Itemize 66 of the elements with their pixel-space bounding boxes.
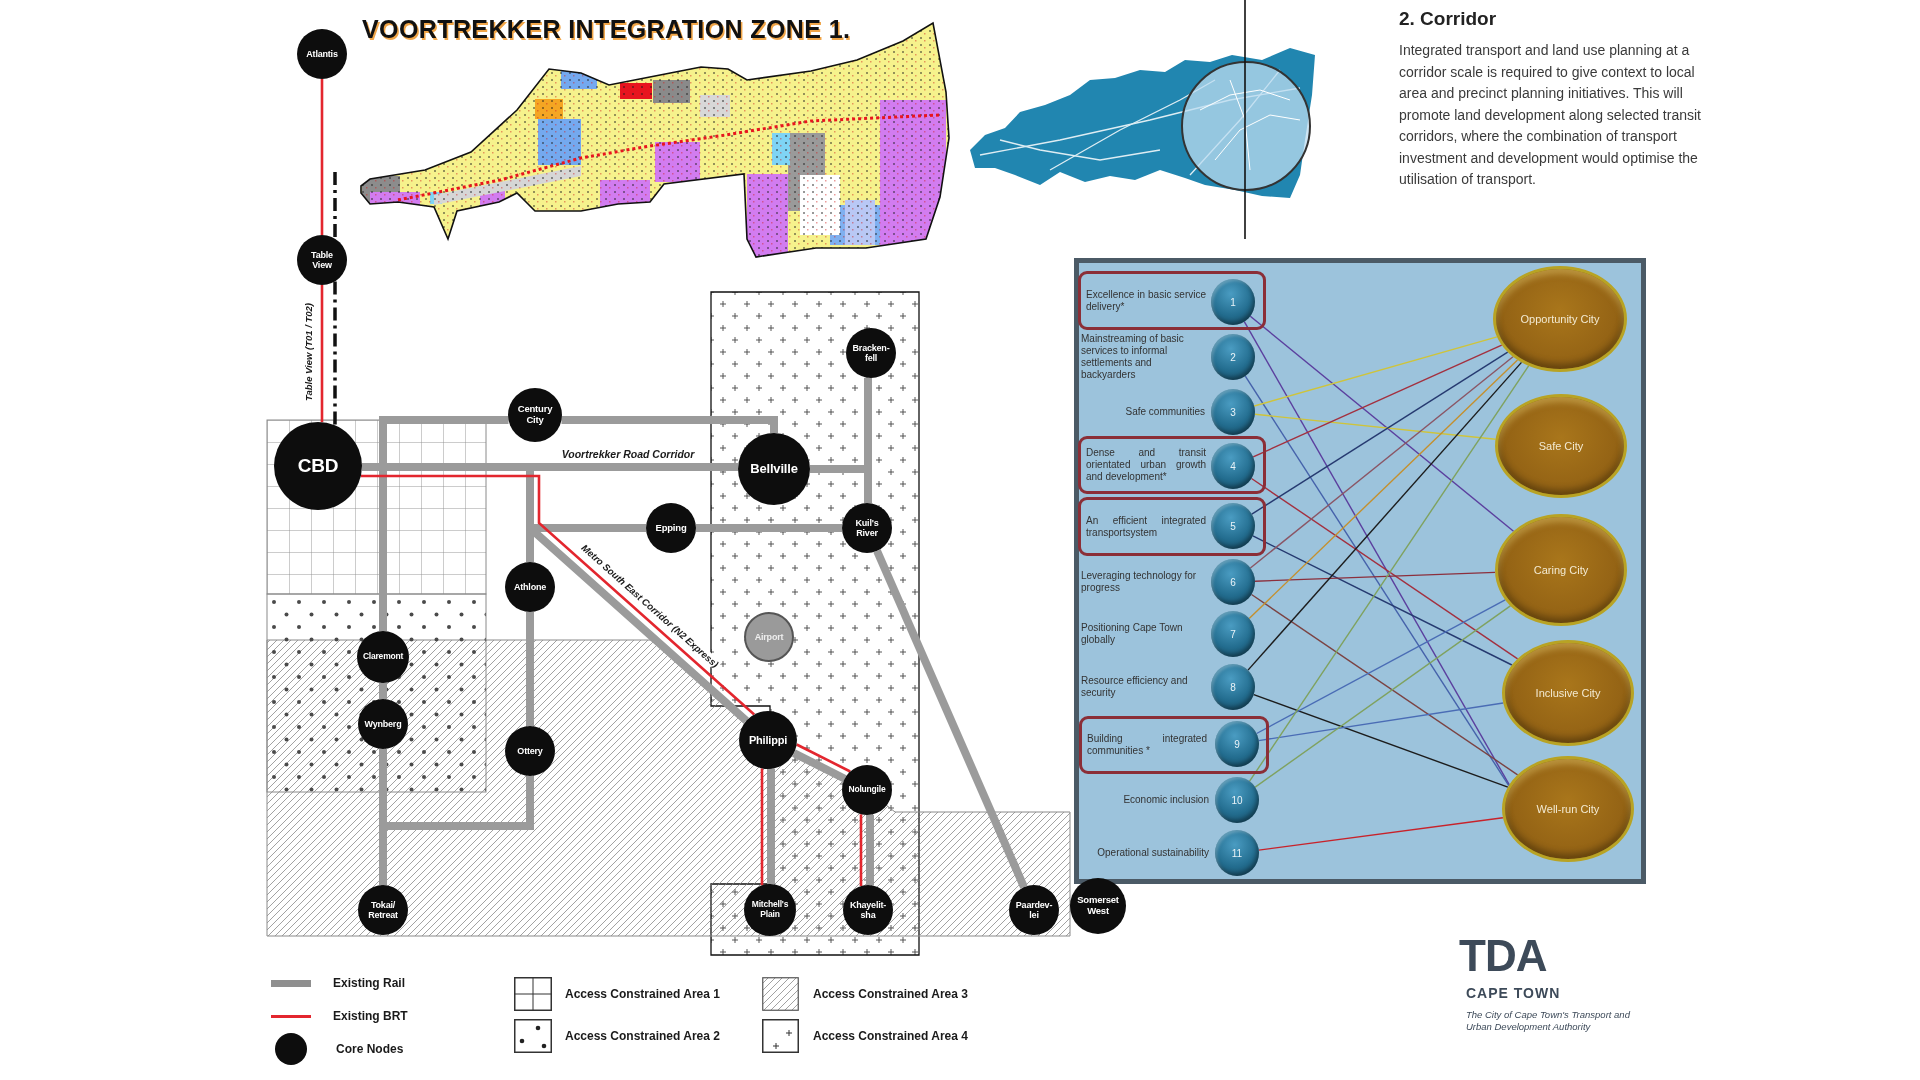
link-line [1255,599,1506,735]
diagram-title: VOORTREKKER INTEGRATION ZONE 1. [362,15,851,44]
station-node: Century City [508,388,562,442]
link-line [1249,315,1515,532]
goal-text: Leveraging technology for progress [1081,570,1198,594]
legend-text: Core Nodes [336,1042,404,1056]
goal-text: Economic inclusion [1123,794,1209,806]
rail-line [696,524,842,532]
station-node: Somerset West [1070,878,1126,934]
highlight-frame [1079,716,1269,774]
section-heading: 2. Corridor [1399,8,1497,30]
station-node: Table View [297,235,347,285]
goal-text: Resource efficiency and security [1081,675,1189,699]
link-line [1252,535,1513,666]
goal-text: Positioning Cape Town globally [1081,622,1184,646]
station-node: Athlone [505,562,555,612]
legend-text: Access Constrained Area 1 [565,987,720,1001]
brt-line [320,285,324,423]
legend-text: Access Constrained Area 3 [813,987,968,1001]
highlight-frame [1078,497,1266,556]
rail-line [379,683,387,699]
edge-label: Table View (T01 / T02) [303,301,315,403]
link-line [1253,693,1509,788]
brt-line [320,79,324,235]
link-line [1251,351,1509,515]
rail-line [792,749,847,783]
rail-line [866,814,874,886]
authority-tagline: The City of Cape Town's Transport and Urban Development Authority [1466,1009,1632,1033]
goal-text: Excellence in basic service delivery* [1086,288,1206,313]
rail-line [561,416,778,433]
link-line [1254,413,1497,440]
link-line [1254,571,1496,582]
legend-text: Existing BRT [333,1009,408,1023]
link-line [1250,593,1519,776]
rail-line [379,416,509,631]
brt-line [760,768,764,886]
highlight-frame [1078,271,1266,330]
rail-line [873,549,1028,889]
link-line [1258,702,1504,742]
goal-text: Safe communities [1125,406,1205,418]
link-line [1248,359,1519,620]
edge-label: Voortrekker Road Corridor [559,447,697,461]
rail-line [767,768,775,884]
station-node: Epping [646,503,696,553]
goal-text: Dense and transit orientated urban growth and development* [1086,447,1206,483]
description-text: Integrated transport and land use planning at a corridor scale is required to give context to local area and precinct planning initiatives. This will promote land development along selected transit corridors, where the combination of transport investment and development would optimise the utilisation of transport. [1399,41,1702,189]
link-line [1250,477,1519,660]
highlight-frame [1078,436,1266,494]
authority-city: CAPE TOWN [1466,985,1561,1001]
legend-text: Existing Rail [333,976,406,990]
link-line [1253,336,1498,407]
goal-text: Operational sustainability [1097,847,1209,859]
brt-line [796,743,851,773]
dash-dot-line [333,172,337,239]
link-line [1258,817,1504,851]
dash-dot-line [333,281,337,426]
goal-text: Mainstreaming of basic services to informal settlements and backyarders [1081,333,1185,381]
authority-name: TDA [1459,934,1547,978]
goal-text: Building integrated communities * [1087,733,1207,757]
link-line [1249,356,1514,569]
goal-text: An efficient integrated transportsystem [1086,514,1206,539]
legend-text: Access Constrained Area 2 [565,1029,720,1043]
link-line [1254,605,1512,788]
station-node: Atlantis [297,29,347,79]
brt-line [859,814,863,886]
legend-text: Access Constrained Area 4 [813,1029,968,1043]
